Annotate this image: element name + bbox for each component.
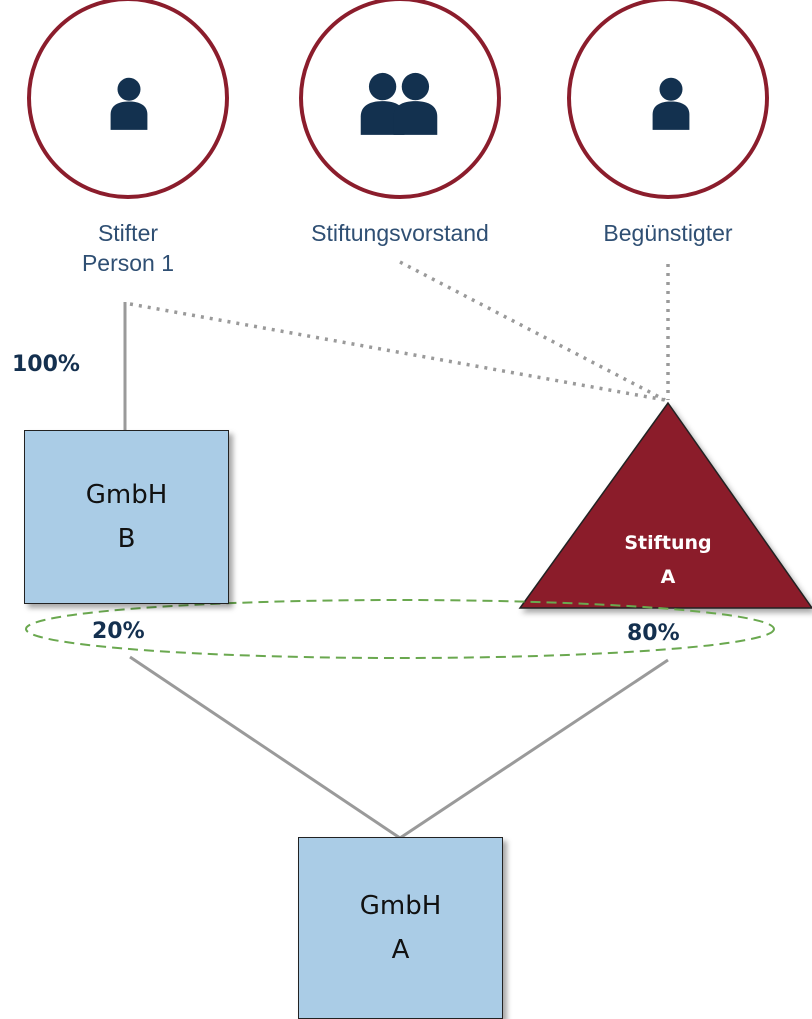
gmbh-b-line-1: GmbH [85,480,168,510]
stifter-label-line-1: Stifter [97,220,159,246]
stifter-to-stiftung-dotted-line [129,302,666,402]
stiftung-a-line-2: A [660,566,676,588]
stiftung-to-gmbh-a-line [399,658,669,840]
gmbh-a-box: GmbH A [298,837,503,1019]
beguenstigter-label: Begünstigter [568,218,768,248]
stiftungsvorstand-circle [299,0,501,199]
gmbh-b-box: GmbH B [24,430,229,604]
stifter-label-line-2: Person 1 [81,250,175,276]
stifter-label: Stifter Person 1 [48,218,208,278]
stiftungsvorstand-label-line-1: Stiftungsvorstand [311,220,489,246]
vorstand-to-stiftung-dotted-line [399,260,666,402]
shareholders-ellipse [25,599,775,659]
gmbh-b-line-2: B [117,524,136,554]
gmbh-a-line-2: A [391,935,410,965]
percent-stifter-gmbh-b: 100% [12,352,80,377]
stifter-circle [27,0,229,199]
stiftung-a-label: Stiftung A [608,526,728,594]
beguenstigter-circle [567,0,769,199]
beguenstigter-label-line-1: Begünstigter [603,220,733,246]
gmbh-b-to-gmbh-a-line [129,655,401,840]
stiftung-a-line-1: Stiftung [624,532,712,554]
stiftungsvorstand-label: Stiftungsvorstand [270,218,530,248]
gmbh-a-line-1: GmbH [359,891,442,921]
percent-gmbh-b-gmbh-a: 20% [92,619,145,644]
percent-stiftung-gmbh-a: 80% [627,621,680,646]
